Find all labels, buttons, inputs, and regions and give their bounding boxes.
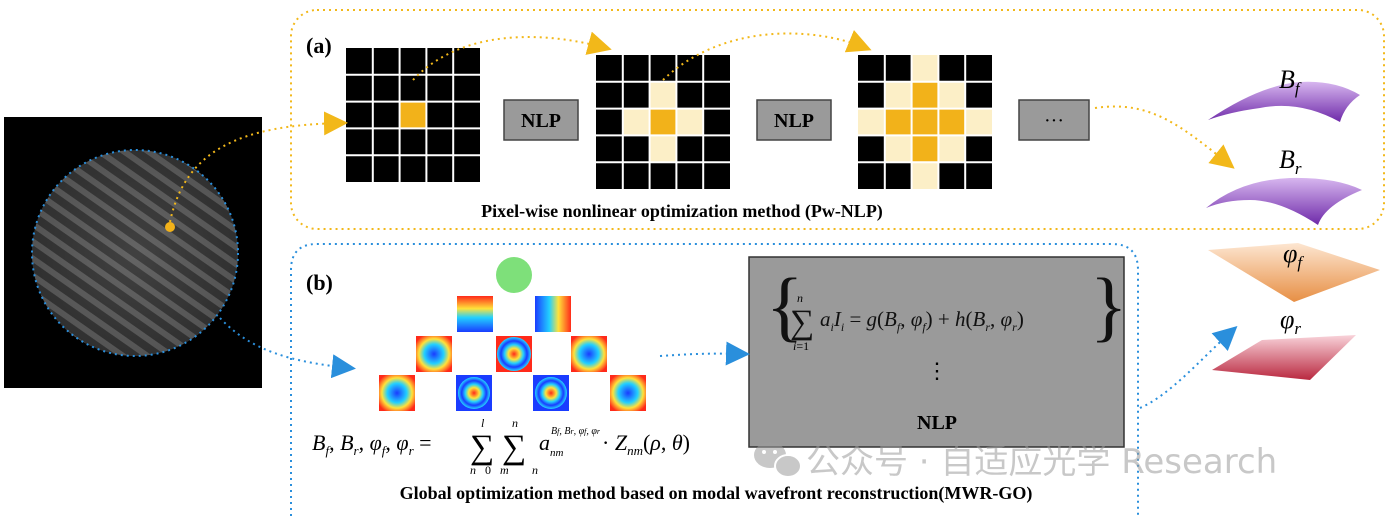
nlp-box-2: [756, 99, 832, 141]
svg-text:}: }: [1090, 262, 1127, 349]
svg-text:∑: ∑: [470, 429, 494, 466]
svg-text:n: n: [532, 463, 538, 477]
surface-b-r: [1206, 177, 1362, 225]
nlp-system-label: NLP: [917, 412, 957, 434]
panel-b-caption: Global optimization method based on moda…: [400, 483, 1033, 504]
label-b-r: Br: [1279, 145, 1302, 178]
label-phi-f: φf: [1283, 239, 1304, 272]
arrow-grid1-to-grid2: [412, 31, 612, 81]
nlp-box-2-label: NLP: [774, 110, 814, 132]
panel-a-label: (a): [306, 33, 332, 58]
svg-text:i=1: i=1: [793, 339, 809, 353]
nlp-system-box: { } ∑ n i=1 aiIi = g(Bf, φf) + h(Br, φr)…: [748, 256, 1127, 448]
zernike-astig-1: [416, 336, 452, 372]
pixel-grid-step-1: [346, 48, 480, 182]
surface-phi-f: [1208, 243, 1380, 302]
watermark: 公众号 · 自适应光学 Research: [754, 442, 1277, 482]
svg-text:n: n: [470, 463, 476, 477]
zernike-pyramid: [379, 257, 646, 411]
nlp-box-1: [503, 99, 579, 141]
ellipsis-box-label: ···: [1044, 110, 1064, 132]
ellipsis-box: [1018, 99, 1090, 141]
svg-text:n: n: [512, 416, 518, 430]
svg-text:{: {: [766, 262, 803, 349]
panel-b-label: (b): [306, 270, 333, 295]
selected-pixel-dot: [165, 222, 175, 232]
panel-a: NLP NLP ··· (a) Pixel-wise nonlinear opt…: [169, 9, 1385, 230]
zernike-astig-2: [571, 336, 607, 372]
svg-text:aiIi = g(Bf, φf) + h(Br, φr): aiIi = g(Bf, φf) + h(Br, φr): [820, 307, 1024, 334]
svg-text:Bf, Br, φf, φr =: Bf, Br, φf, φr =: [312, 430, 432, 458]
label-phi-r: φr: [1280, 305, 1301, 338]
arrow-to-surfaces: [1094, 105, 1235, 169]
svg-text:m: m: [500, 463, 509, 477]
watermark-text: 公众号 · 自适应光学 Research: [806, 442, 1277, 482]
wechat-icon: [754, 442, 802, 478]
zernike-tilt-x: [535, 296, 571, 332]
zernike-trefoil-2: [610, 375, 646, 411]
svg-text:∑: ∑: [502, 429, 526, 466]
pixel-grid-step-2: [596, 55, 730, 189]
zernike-trefoil-1: [379, 375, 415, 411]
arrow-zernike-to-nlp: [659, 341, 750, 366]
surface-phi-r: [1212, 335, 1356, 380]
svg-text:· Znm(ρ, θ): · Znm(ρ, θ): [602, 430, 690, 458]
zernike-piston: [496, 257, 532, 293]
svg-text:l: l: [481, 416, 485, 430]
output-surfaces: Bf Br φf φr: [1206, 65, 1380, 380]
nlp-box-1-label: NLP: [521, 110, 561, 132]
vertical-dots: ⋮: [926, 358, 948, 383]
arrow-interferogram-to-grid: [169, 111, 348, 223]
svg-text:Bf, Br, φf, φr: Bf, Br, φf, φr: [551, 426, 601, 437]
svg-text:0: 0: [485, 463, 491, 477]
zernike-tilt-y: [457, 296, 493, 332]
label-b-f: Bf: [1279, 65, 1302, 98]
interferogram-image: [4, 117, 262, 388]
svg-text:n: n: [797, 291, 803, 305]
arrow-grid2-to-grid3: [662, 30, 872, 81]
surface-b-f: [1208, 81, 1360, 122]
svg-text:∑: ∑: [790, 304, 814, 341]
pixel-grid-step-3: [858, 55, 992, 189]
panel-a-caption: Pixel-wise nonlinear optimization method…: [481, 201, 883, 222]
